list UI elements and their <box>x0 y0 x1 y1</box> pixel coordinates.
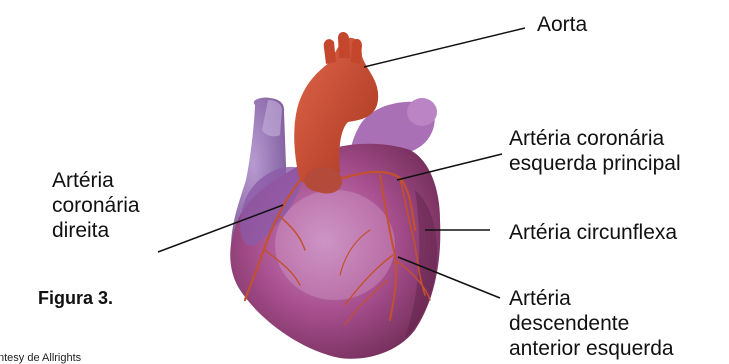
label-aorta-line-1: Aorta <box>537 12 587 37</box>
image-credit: ntesy de Allrights <box>0 352 81 364</box>
label-lad-line-2: descendente <box>509 311 674 336</box>
label-left-main-coronary-line-1: Artéria coronária <box>509 126 681 151</box>
label-lad-line-3: anterior esquerda <box>509 336 674 361</box>
label-right-coronary-line-2: coronária <box>52 193 140 218</box>
figure-caption: Figura 3. <box>38 288 113 309</box>
label-right-coronary-line-1: Artéria <box>52 168 140 193</box>
label-right-coronary-line-3: direita <box>52 218 140 243</box>
label-aorta: Aorta <box>537 12 587 37</box>
label-circumflex-line-1: Artéria circunflexa <box>509 220 677 245</box>
label-right-coronary: Artéria coronária direita <box>52 168 140 243</box>
label-lad: Artéria descendente anterior esquerda <box>509 286 674 361</box>
label-left-main-coronary-line-2: esquerda principal <box>509 151 681 176</box>
label-lad-line-1: Artéria <box>509 286 674 311</box>
label-circumflex: Artéria circunflexa <box>509 220 677 245</box>
leader-aorta <box>364 28 525 67</box>
label-left-main-coronary: Artéria coronária esquerda principal <box>509 126 681 176</box>
